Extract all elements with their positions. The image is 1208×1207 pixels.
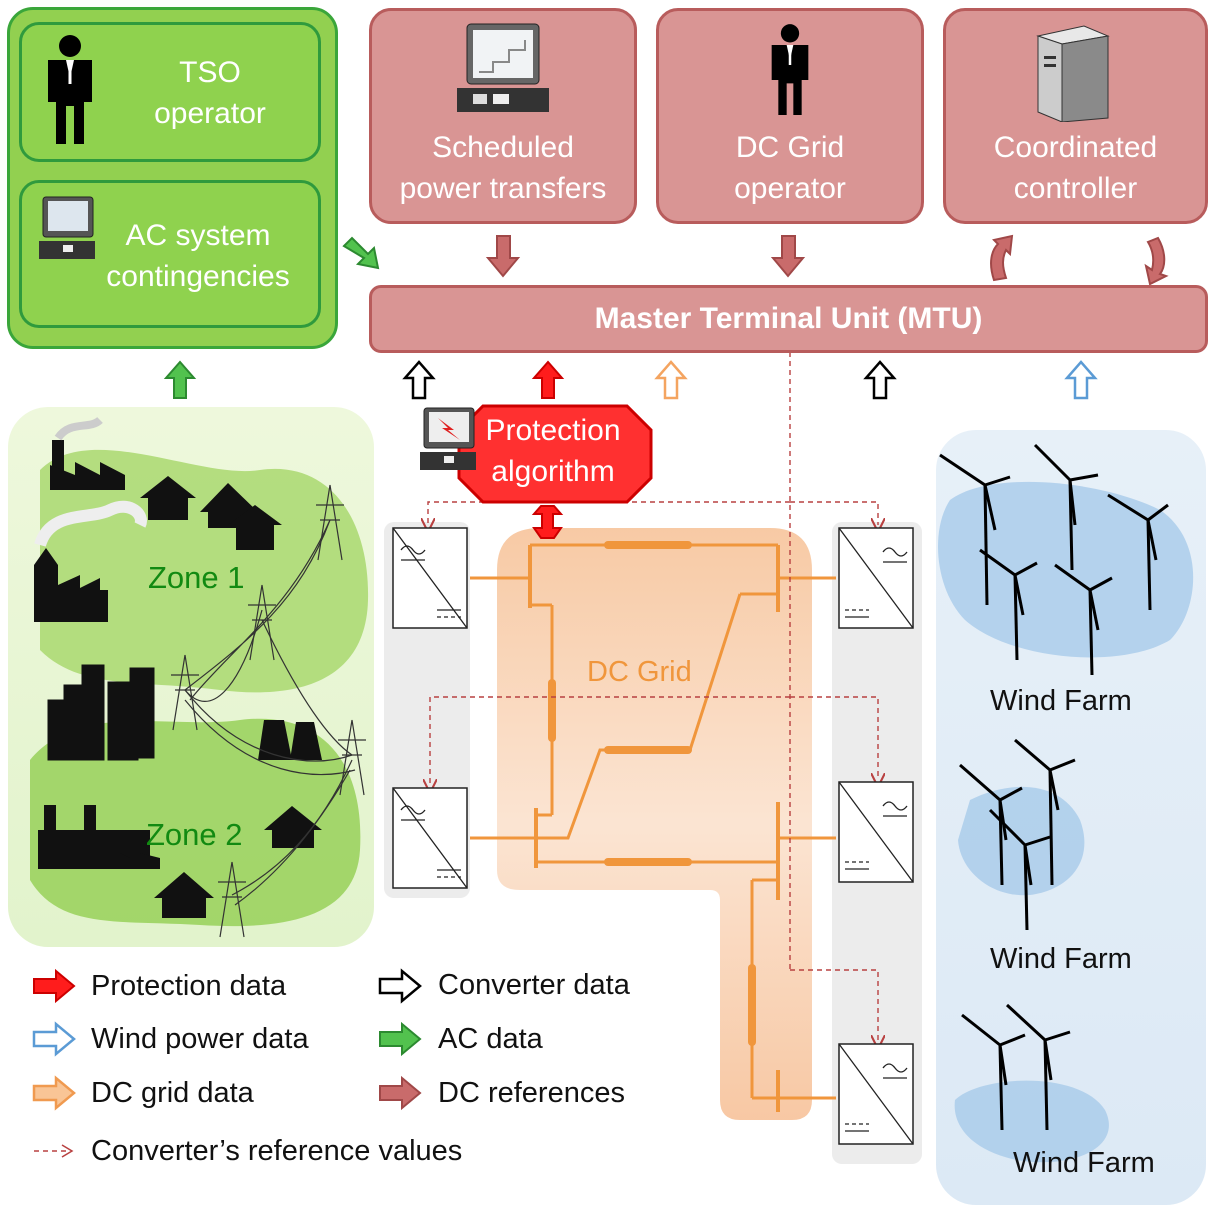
tso-label-line1: TSO: [179, 56, 241, 89]
zone2-blob: [30, 718, 361, 927]
legend-wind: Wind power data: [91, 1023, 309, 1055]
bus-bars: [528, 545, 780, 1112]
ac-arrow-up: [163, 360, 197, 399]
legend-converter: Converter data: [438, 969, 630, 1001]
dc-operator-label-line1: DC Grid: [735, 131, 845, 164]
converter-arrow-right: [863, 360, 897, 400]
dcref-curved-arrow-up: [990, 234, 1014, 282]
cooling-towers-icon: [258, 720, 322, 760]
factory-icon-1: [50, 416, 125, 490]
dc-cables: [548, 541, 756, 1046]
legend-arrow-converter: [378, 968, 422, 1004]
legend-arrow-dcref: [379, 1075, 422, 1111]
legend-arrow-wind: [32, 1021, 76, 1057]
pylon-icons: [171, 484, 366, 938]
ac-label-line2: contingencies: [106, 260, 290, 293]
computer-icon: [39, 196, 95, 259]
dcref-curved-arrow-down: [1144, 236, 1169, 286]
mtu-label: Master Terminal Unit (MTU): [594, 302, 983, 335]
legend-arrow-dcgrid: [32, 1075, 76, 1111]
zone1-label: Zone 1: [148, 560, 245, 595]
person-icon: [48, 35, 92, 144]
scheduled-label-line1: Scheduled: [432, 131, 574, 164]
scheduled-label-line2: power transfers: [399, 172, 607, 205]
dc-grid-label: DC Grid: [587, 656, 692, 688]
protection-arrow-double: [531, 505, 564, 539]
wind-blob-1: [938, 481, 1194, 658]
legend-arrow-protection: [33, 968, 76, 1004]
server-icon: [1036, 25, 1110, 122]
factory-icon-2: [38, 805, 160, 869]
protection-label-line1: Protection: [485, 414, 621, 447]
dc-operator-label-line2: operator: [734, 172, 846, 205]
legend-ac: AC data: [438, 1023, 543, 1055]
dc-operator-box: [656, 8, 924, 224]
ac-label-line1: AC system: [125, 219, 271, 252]
ac-arrow-diagonal: [342, 236, 380, 270]
converter-symbols: [392, 527, 914, 1145]
legend-dcref: DC references: [438, 1077, 625, 1109]
converter-arrow-left: [402, 360, 436, 400]
city-icon: [47, 664, 155, 761]
legend-dcgrid: DC grid data: [91, 1077, 254, 1109]
wind-farm-label-1: Wind Farm: [990, 685, 1132, 717]
protection-arrow-up: [531, 360, 565, 399]
protection-label-line2: algorithm: [491, 455, 615, 488]
person-icon-dc: [771, 24, 809, 115]
house-icons: [140, 476, 322, 918]
wind-arrow-up: [1064, 360, 1098, 400]
dcref-arrow-operator: [770, 235, 806, 278]
legend-arrow-ac: [379, 1021, 422, 1057]
dcgrid-arrow-up: [654, 360, 688, 400]
computer-alert-icon: [420, 407, 476, 470]
dc-grid-background: [497, 528, 812, 1120]
mtu-box: [369, 285, 1208, 353]
power-plant-icon: [34, 500, 147, 622]
legend-protection: Protection data: [91, 970, 287, 1002]
tso-label-line2: operator: [154, 97, 266, 130]
wind-farm-label-2: Wind Farm: [990, 943, 1132, 975]
wind-turbines: [939, 443, 1169, 1131]
wind-blob-3: [954, 1080, 1109, 1163]
reference-lines: [428, 352, 878, 1042]
legend-refvalues: Converter’s reference values: [91, 1135, 463, 1167]
wind-farm-label-3: Wind Farm: [1013, 1147, 1155, 1179]
coordinated-label-line2: controller: [1013, 172, 1138, 205]
legend-arrow-refvalues: [34, 1144, 74, 1158]
computer-chart-icon: [457, 23, 549, 112]
dcref-arrow-scheduled: [485, 235, 521, 278]
zone2-label: Zone 2: [146, 817, 243, 852]
coordinated-label-line1: Coordinated: [993, 131, 1158, 164]
